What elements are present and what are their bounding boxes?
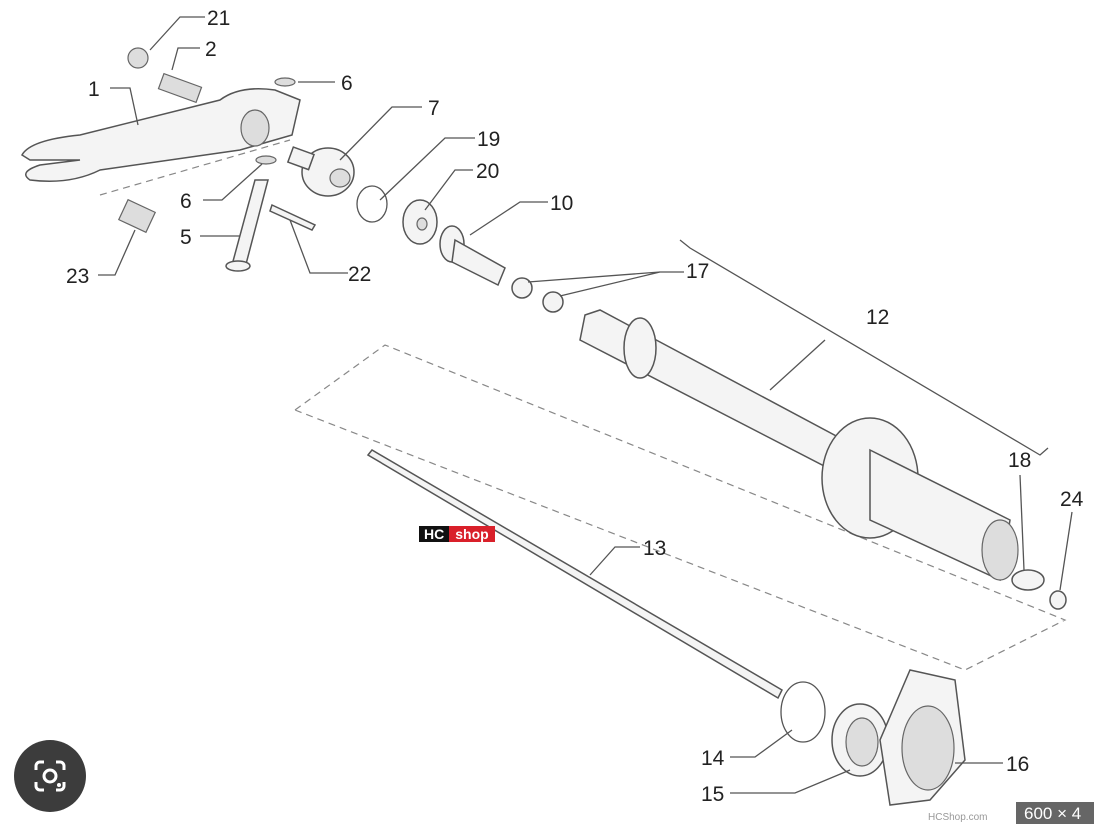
callout-7: 7 (428, 97, 440, 120)
watermark-text: HCShop.com (928, 812, 988, 823)
image-size-badge: 600 × 4 (1016, 802, 1094, 824)
callout-12: 12 (866, 306, 889, 329)
callout-6-top: 6 (341, 72, 353, 95)
callout-10: 10 (550, 192, 573, 215)
part-lever (21, 88, 301, 182)
callout-6-bottom: 6 (180, 190, 192, 213)
callout-5: 5 (180, 226, 192, 249)
callout-15: 15 (701, 783, 724, 806)
google-lens-icon (34, 760, 66, 792)
callout-23: 23 (66, 265, 89, 288)
callout-2: 2 (205, 38, 217, 61)
google-lens-button[interactable] (14, 740, 86, 812)
bracket-12 (679, 239, 1049, 456)
callout-16: 16 (1006, 753, 1029, 776)
callout-13: 13 (643, 537, 666, 560)
callout-19: 19 (477, 128, 500, 151)
callout-14: 14 (701, 747, 725, 770)
guide-line (99, 139, 291, 196)
callout-1: 1 (88, 78, 100, 101)
assembly-guide-box (293, 344, 1067, 671)
callout-24: 24 (1060, 488, 1084, 511)
callout-17: 17 (686, 260, 709, 283)
callout-21: 21 (207, 7, 230, 30)
hcshop-logo: HC shop (419, 526, 495, 542)
callout-22: 22 (348, 263, 371, 286)
callout-18: 18 (1008, 449, 1031, 472)
callout-20: 20 (476, 160, 499, 183)
